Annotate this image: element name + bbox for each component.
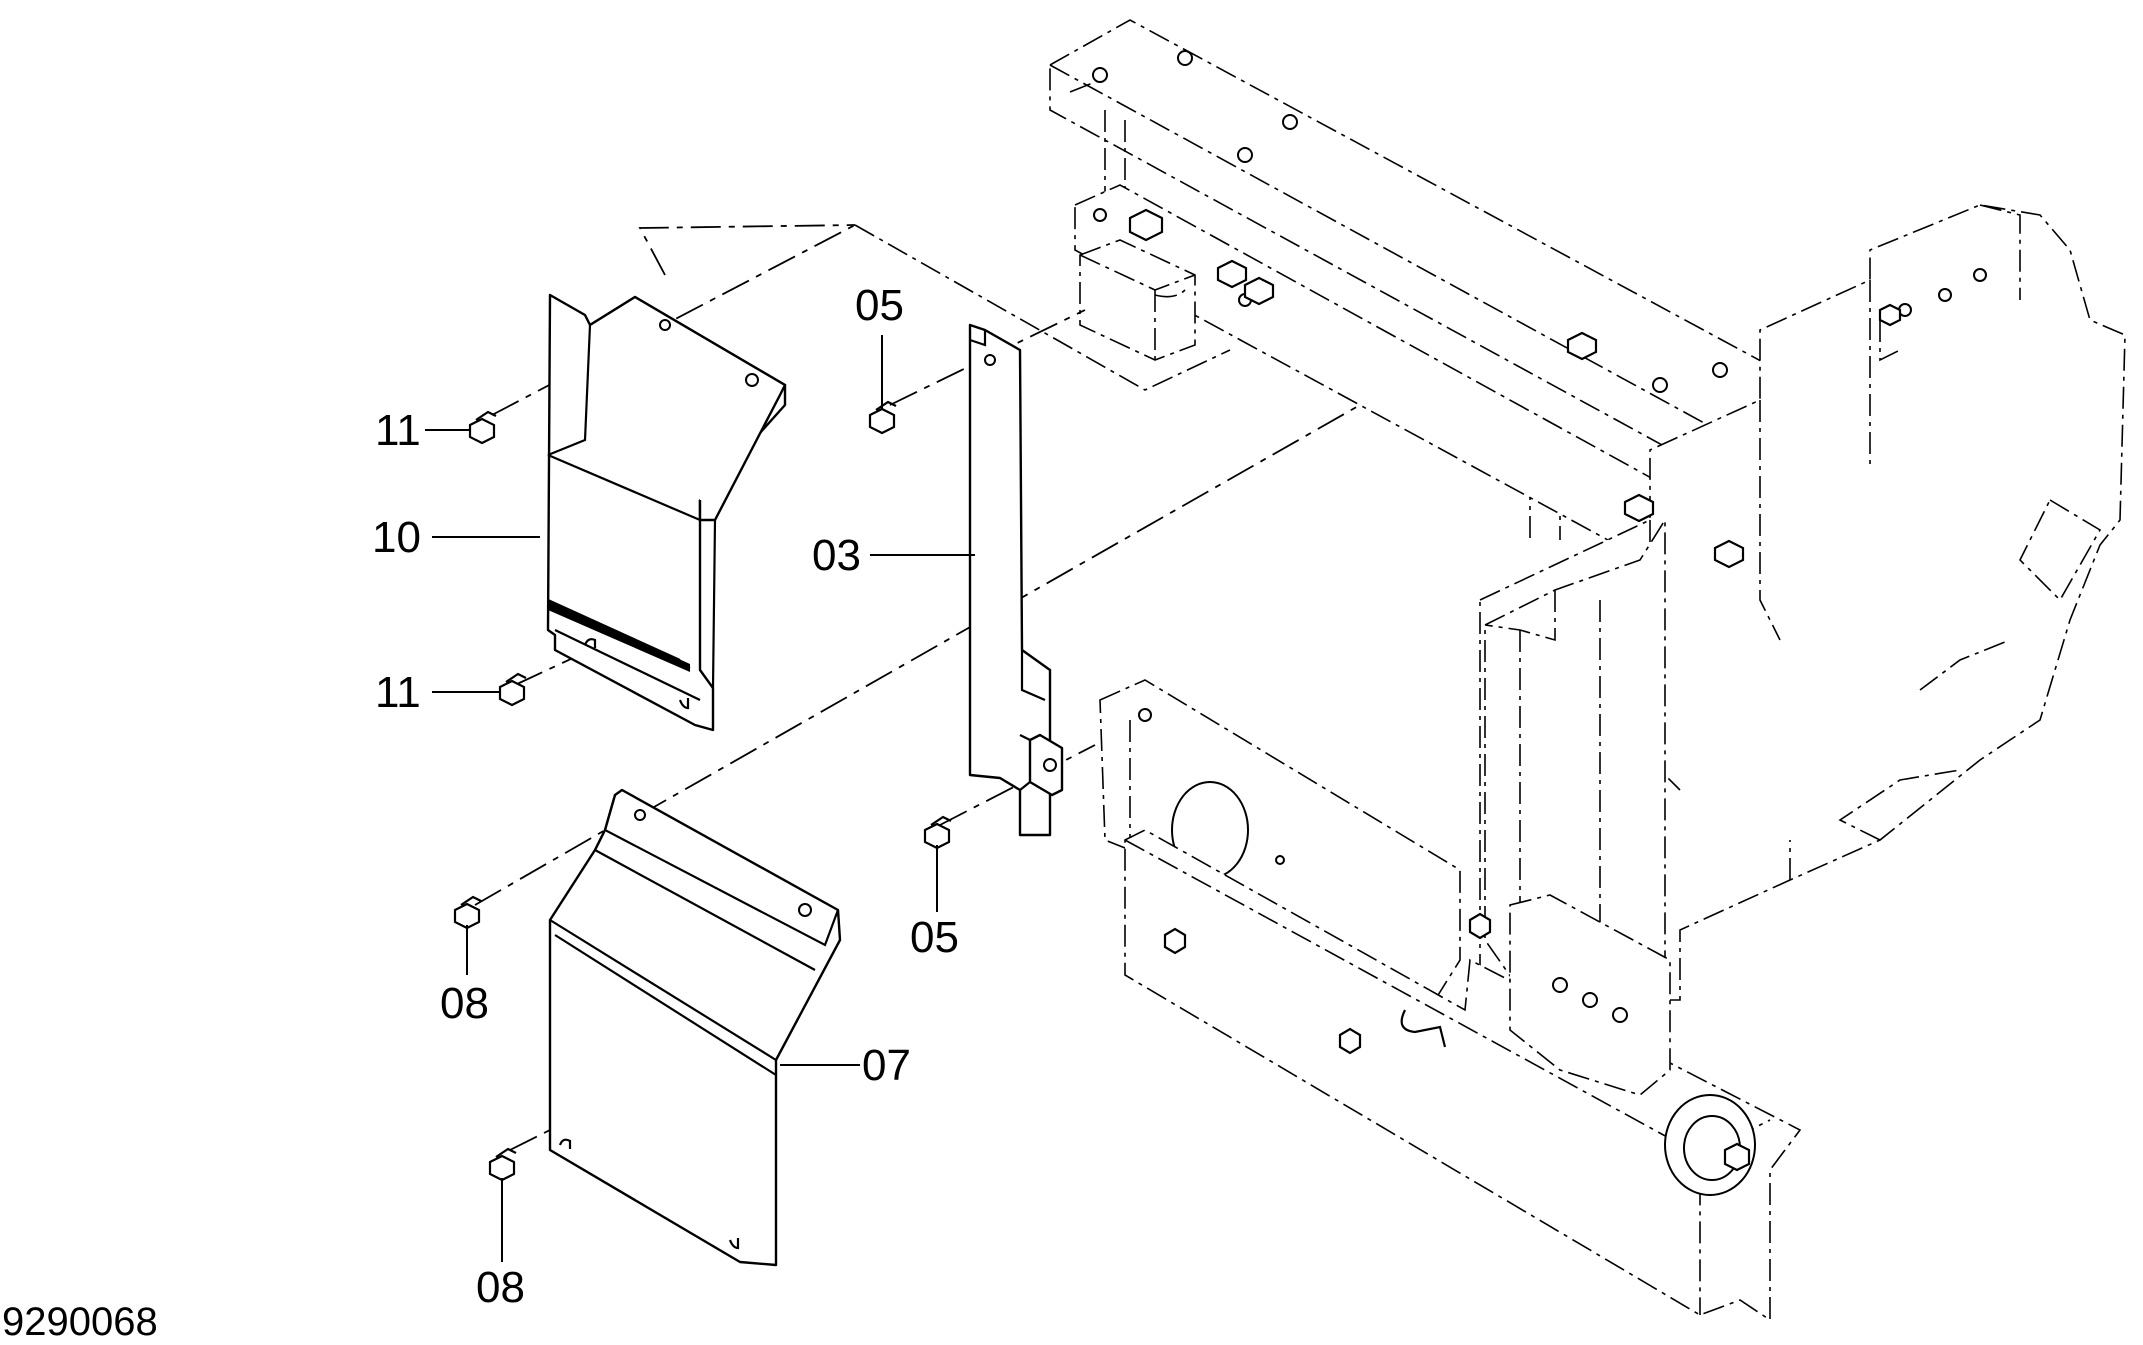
- callout-11-upper: 11: [375, 406, 421, 455]
- callout-05-upper: 05: [855, 281, 904, 330]
- bolt-11-lower: [498, 672, 527, 707]
- drawing-number: 9290068: [2, 1300, 158, 1344]
- callout-11-lower: 11: [375, 668, 421, 717]
- callout-03: 03: [812, 531, 861, 580]
- bolt-08-lower: [488, 1147, 517, 1182]
- callout-labels: 11 10 11 05 03 05 08 07 08: [372, 281, 959, 1312]
- bolt-08-upper: [453, 895, 482, 930]
- callout-08-lower: 08: [476, 1263, 525, 1312]
- part-03-vertical-strip: [968, 323, 1064, 837]
- callout-07: 07: [862, 1041, 911, 1090]
- callout-10: 10: [372, 513, 421, 562]
- frame-assembly: [854, 19, 2126, 1322]
- leader-lines: [425, 335, 975, 1262]
- bolt-05-lower: [923, 815, 952, 850]
- callout-05-lower: 05: [910, 913, 959, 962]
- fasteners: [453, 400, 952, 1182]
- part-07-lower-cover: [548, 788, 842, 1267]
- bolt-11-upper: [468, 410, 497, 445]
- part-10-upper-cover: [546, 293, 787, 732]
- callout-08-upper: 08: [440, 979, 489, 1028]
